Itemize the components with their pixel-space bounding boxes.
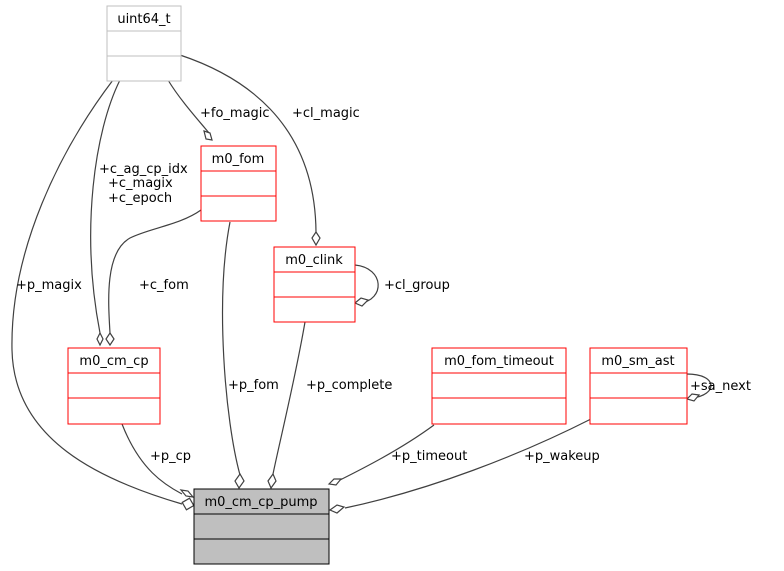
label-p-magix: +p_magix <box>16 278 82 293</box>
edge-p-wakeup <box>328 418 592 514</box>
label-c-magix: +c_magix <box>108 176 173 191</box>
edge-p-cp <box>121 423 195 498</box>
edge-p-magix <box>11 79 195 511</box>
node-m0-clink[interactable]: m0_clink <box>273 246 356 323</box>
edge-p-complete <box>267 321 306 490</box>
label-cl-magic: +cl_magic <box>292 106 360 121</box>
label-p-fom: +p_fom <box>228 378 279 393</box>
node-title: m0_cm_cp <box>79 354 148 369</box>
node-title: m0_fom_timeout <box>444 354 554 369</box>
label-c-ag-cp-idx: +c_ag_cp_idx <box>99 162 188 177</box>
edge-c-fom <box>105 209 202 347</box>
node-m0-cm-cp[interactable]: m0_cm_cp <box>67 347 161 425</box>
node-m0-fom-timeout[interactable]: m0_fom_timeout <box>431 347 567 425</box>
label-p-timeout: +p_timeout <box>391 449 467 464</box>
label-p-wakeup: +p_wakeup <box>524 449 600 464</box>
node-uint64-t[interactable]: uint64_t <box>106 5 182 82</box>
edge-c-fields <box>90 79 121 347</box>
label-cl-group: +cl_group <box>384 278 450 293</box>
label-p-complete: +p_complete <box>306 378 392 393</box>
edge-sa-next <box>685 373 712 402</box>
edge-cl-magic <box>179 54 321 247</box>
node-m0-cm-cp-pump[interactable]: m0_cm_cp_pump <box>193 488 330 565</box>
node-m0-fom[interactable]: m0_fom <box>200 145 277 222</box>
node-title: m0_sm_ast <box>601 354 674 369</box>
label-sa-next: +sa_next <box>690 379 751 394</box>
node-title: m0_fom <box>212 152 265 167</box>
label-c-epoch: +c_epoch <box>108 191 172 206</box>
edge-fo-magic <box>167 79 213 141</box>
node-title: m0_cm_cp_pump <box>204 495 317 510</box>
label-p-cp: +p_cp <box>150 449 191 464</box>
node-title: m0_clink <box>285 253 343 268</box>
label-fo-magic: +fo_magic <box>200 106 270 121</box>
node-m0-sm-ast[interactable]: m0_sm_ast <box>589 347 688 425</box>
node-title: uint64_t <box>117 12 170 27</box>
edge-p-timeout <box>327 424 435 486</box>
edge-p-fom <box>221 221 245 490</box>
edge-cl-group <box>353 264 379 307</box>
label-c-fom: +c_fom <box>139 278 189 293</box>
